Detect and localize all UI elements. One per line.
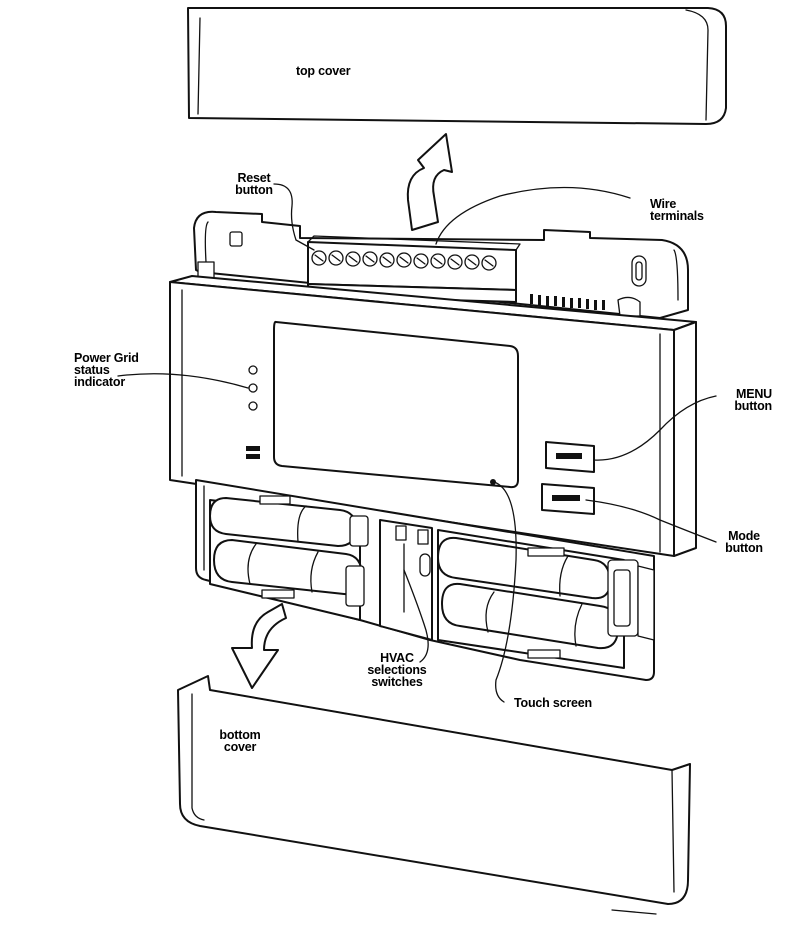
label-bottom-cover: bottom cover [219,728,261,754]
label-wire-terminals: Wire terminals [650,197,704,223]
bottom-cover [177,675,691,915]
label-reset-button: Reset button [235,171,273,197]
leader-lines [117,183,717,703]
status-leds [248,365,258,411]
label-power-grid-status-indicator: Power Grid status indicator [74,351,139,389]
mode-button-shape [541,483,595,515]
touch-screen [273,320,519,489]
label-menu-button: MENU button [734,387,772,413]
label-hvac-selections-switches: HVAC selections switches [367,651,427,689]
lower-section [195,479,655,681]
label-mode-button: Mode button [725,529,763,555]
top-cover [187,7,727,125]
side-marking [246,446,260,459]
label-top-cover: top cover [296,64,351,78]
up-arrow-icon [406,133,453,231]
label-touch-screen: Touch screen [514,696,592,710]
down-arrow-icon [231,603,287,689]
menu-button-shape [545,441,595,473]
